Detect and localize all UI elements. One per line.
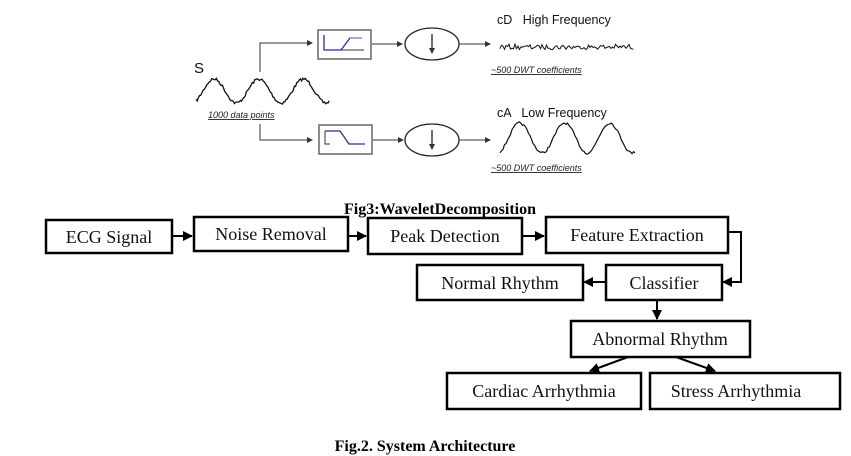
node-peak-detection: Peak Detection [366, 216, 524, 256]
approx-label: cA Low Frequency [497, 106, 608, 120]
svg-text:Cardiac Arrhythmia: Cardiac Arrhythmia [472, 381, 615, 401]
architecture-figure-caption: Fig.2. System Architecture [335, 438, 516, 455]
svg-text:Peak Detection: Peak Detection [390, 226, 499, 246]
system-architecture-flowchart: ECG Signal Noise Removal Peak Detection … [44, 215, 842, 455]
node-noise-removal: Noise Removal [192, 215, 350, 253]
node-stress-arrhythmia: Stress Arrhythmia [648, 371, 842, 411]
signal-label: S [194, 60, 204, 77]
downsample-high-icon [404, 27, 460, 61]
node-feature-extraction: Feature Extraction [544, 215, 730, 255]
edge-abnormal-to-stress [675, 356, 716, 373]
node-classifier: Classifier [604, 263, 724, 302]
svg-text:Noise Removal: Noise Removal [215, 224, 326, 244]
node-ecg-signal: ECG Signal [44, 218, 174, 255]
svg-text:Abnormal Rhythm: Abnormal Rhythm [592, 329, 728, 349]
svg-text:Stress Arrhythmia: Stress Arrhythmia [671, 381, 802, 401]
detail-caption: ~500 DWT coefficients [491, 65, 582, 75]
downsample-low-icon [404, 123, 460, 157]
branch-connector-high [259, 40, 313, 72]
high-pass-filter-icon [317, 29, 372, 60]
detail-coefficients-wave [499, 42, 634, 51]
approx-coefficients-wave [499, 121, 636, 155]
svg-text:Normal Rhythm: Normal Rhythm [441, 273, 559, 293]
wavelet-decomposition-diagram: S 1000 data points [194, 13, 636, 218]
svg-text:Classifier: Classifier [630, 273, 699, 293]
node-normal-rhythm: Normal Rhythm [415, 263, 585, 302]
approx-caption: ~500 DWT coefficients [491, 163, 582, 173]
node-cardiac-arrhythmia: Cardiac Arrhythmia [445, 371, 643, 411]
input-signal-wave [195, 77, 330, 105]
edge-abnormal-to-cardiac [589, 356, 629, 373]
edge-feature-to-classifier [722, 231, 742, 287]
branch-connector-low [259, 124, 313, 143]
node-abnormal-rhythm: Abnormal Rhythm [569, 319, 752, 359]
svg-text:ECG Signal: ECG Signal [66, 227, 153, 247]
low-pass-filter-icon [318, 124, 373, 155]
input-caption: 1000 data points [208, 110, 275, 120]
svg-text:Feature Extraction: Feature Extraction [570, 225, 703, 245]
detail-label: cD High Frequency [497, 13, 612, 27]
wavelet-figure-caption: Fig3:WaveletDecomposition [344, 201, 536, 218]
